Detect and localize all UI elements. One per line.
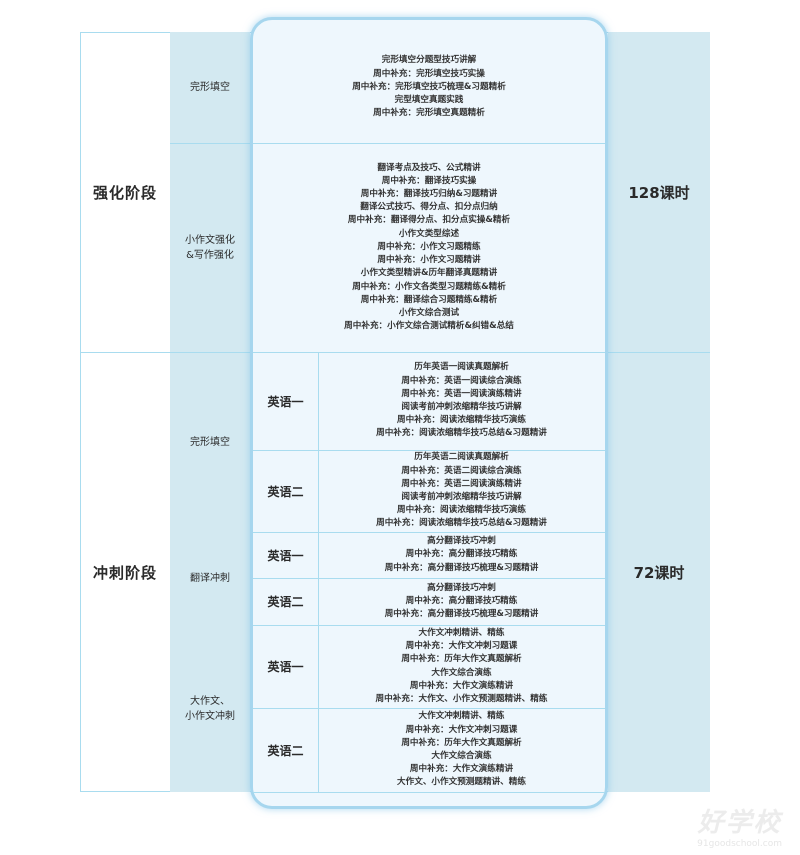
divider [318,352,319,792]
divider [253,578,605,579]
course-line: 周中补充：高分翻译技巧梳理&习题精讲 [384,562,539,573]
course-line: 周中补充：大作文演练精讲 [409,764,514,775]
course-line: 翻译公式技巧、得分点、扣分点归纳 [360,202,498,213]
course-line: 周中补充：大作文冲刺习题课 [405,641,518,652]
course-line: 周中补充：小作文习题精讲 [377,255,481,266]
divider [253,143,605,144]
course-line: 周中补充：高分翻译技巧精练 [405,595,518,606]
course-line: 周中补充：阅读浓缩精华技巧总结&习题精讲 [376,518,547,529]
course-line: 周中补充：高分翻译技巧梳理&习题精讲 [384,609,539,620]
language-label: 英语一 [267,394,304,409]
course-block: 大作文冲刺精讲、精练周中补充：大作文冲刺习题课周中补充：历年大作文真题解析大作文… [318,708,605,792]
stage-label: 冲刺阶段 [92,563,157,582]
course-line: 周中补充：翻译技巧实操 [381,175,477,186]
course-line: 周中补充：高分翻译技巧精练 [405,549,518,560]
course-line: 历年英语一阅读真题解析 [414,362,509,373]
subject-label: 完形填空 [190,82,230,93]
hours-label: 72课时 [633,563,685,582]
course-line: 周中补充：阅读浓缩精华技巧总结&习题精讲 [376,428,547,439]
course-line: 大作文冲刺精讲、精练 [418,627,505,638]
course-block: 完形填空分题型技巧讲解周中补充：完形填空技巧实操周中补充：完形填空技巧梳理&习题… [253,32,605,143]
course-line: 周中补充：历年大作文真题解析 [401,654,522,665]
course-line: 周中补充：完形填空技巧梳理&习题精析 [352,81,506,92]
course-line: 小作文综合测试 [398,307,460,318]
course-line: 周中补充：阅读浓缩精华技巧演练 [397,505,526,516]
divider [253,532,605,533]
subject-label: 翻译冲刺 [190,573,230,584]
content-card [250,17,608,809]
course-line: 完形填空分题型技巧讲解 [381,55,477,66]
course-line: 周中补充：完形填空真题精析 [373,108,485,119]
course-line: 大作文综合演练 [431,667,492,678]
course-block: 历年英语二阅读真题解析周中补充：英语二阅读综合演练周中补充：英语二阅读演练精讲阅… [318,450,605,532]
course-block: 翻译考点及技巧、公式精讲周中补充：翻译技巧实操周中补充：翻译技巧归纳&习题精讲翻… [253,143,605,352]
course-line: 周中补充：翻译综合习题精练&精析 [360,294,498,305]
hours-label: 128课时 [628,183,690,202]
course-line: 大作文冲刺精讲、精练 [418,711,505,722]
course-block: 高分翻译技巧冲刺周中补充：高分翻译技巧精练周中补充：高分翻译技巧梳理&习题精讲 [318,532,605,578]
course-line: 周中补充：大作文、小作文预测题精讲、精练 [375,693,548,704]
stage-label: 强化阶段 [92,183,157,202]
course-line: 大作文、小作文预测题精讲、精练 [397,777,526,788]
course-line: 历年英语二阅读真题解析 [414,452,509,463]
course-line: 大作文综合演练 [431,751,492,761]
course-line: 周中补充：小作文综合测试精析&纠错&总结 [344,321,514,332]
course-line: 周中补充：翻译技巧归纳&习题精讲 [360,189,498,200]
course-line: 高分翻译技巧冲刺 [427,536,496,547]
course-line: 周中补充：英语二阅读综合演练 [401,465,522,476]
subject-column [170,32,250,792]
watermark-brand: 好学校 [697,808,782,838]
course-line: 小作文类型精讲&历年翻译真题精讲 [360,268,498,279]
course-block: 大作文冲刺精讲、精练周中补充：大作文冲刺习题课周中补充：历年大作文真题解析大作文… [318,625,605,708]
language-label: 英语二 [267,743,304,758]
course-line: 阅读考前冲刺浓缩精华技巧讲解 [401,402,522,412]
course-line: 周中补充：历年大作文真题解析 [401,737,522,748]
course-line: 周中补充：英语一阅读综合演练 [401,375,522,386]
divider [253,352,605,353]
course-line: 周中补充：完形填空技巧实操 [373,68,485,79]
language-label: 英语一 [267,660,304,674]
divider [253,708,605,709]
watermark-site: 91goodschool.com [697,839,782,849]
course-line: 周中补充：大作文演练精讲 [409,680,514,691]
course-line: 周中补充：英语二阅读演练精讲 [401,478,522,489]
course-block: 历年英语一阅读真题解析周中补充：英语一阅读综合演练周中补充：英语一阅读演练精讲阅… [318,352,605,450]
course-line: 周中补充：大作文冲刺习题课 [405,724,518,735]
watermark-logo: 好学校 91goodschool.com [697,802,782,849]
subject-label: 完形填空 [190,436,230,448]
course-line: 周中补充：小作文习题精练 [377,241,481,252]
divider [253,792,605,793]
course-line: 阅读考前冲刺浓缩精华技巧讲解 [401,492,522,502]
divider [170,143,250,144]
subject-label: 大作文、 小作文冲刺 [185,695,235,722]
language-label: 英语二 [267,484,304,499]
divider [253,625,605,626]
subject-label: 小作文强化 &写作强化 [185,234,235,261]
hours-column [608,32,710,792]
course-line: 周中补充：小作文各类型习题精练&精析 [352,281,506,292]
course-line: 周中补充：翻译得分点、扣分点实操&精析 [347,215,511,226]
course-line: 高分翻译技巧冲刺 [427,582,496,593]
language-label: 英语二 [267,595,304,609]
course-line: 翻译考点及技巧、公式精讲 [377,162,481,173]
course-line: 周中补充：阅读浓缩精华技巧演练 [397,415,526,426]
course-line: 小作文类型综述 [398,228,460,239]
language-label: 英语一 [267,548,304,563]
course-line: 周中补充：英语一阅读演练精讲 [401,388,522,399]
course-line: 完型填空真题实践 [394,95,464,106]
divider [253,450,605,451]
course-block: 高分翻译技巧冲刺周中补充：高分翻译技巧精练周中补充：高分翻译技巧梳理&习题精讲 [318,578,605,625]
